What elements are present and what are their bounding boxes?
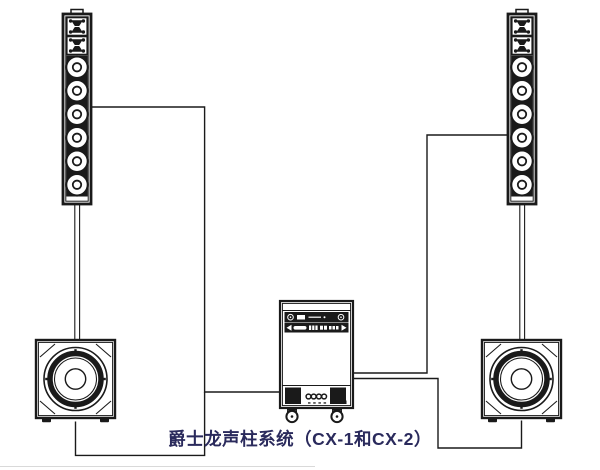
cable-left-subwoofer: [74, 392, 206, 457]
amplifier-rack: [278, 299, 355, 424]
speaker-column-left: [61, 8, 93, 206]
subwoofer-right: [482, 340, 561, 422]
speaker-column-right: [506, 8, 538, 206]
diagram-caption: 爵士龙声柱系统（CX-1和CX-2）: [168, 429, 432, 449]
speaker-pole-right: [519, 202, 526, 342]
cable-left-column-to-rack: [91, 106, 280, 393]
speaker-pole-left: [74, 202, 81, 342]
cable-right-subwoofer: [353, 377, 523, 449]
footer-divider: [0, 466, 315, 467]
cable-right-column-to-rack: [353, 134, 508, 374]
subwoofer-left: [36, 340, 115, 422]
